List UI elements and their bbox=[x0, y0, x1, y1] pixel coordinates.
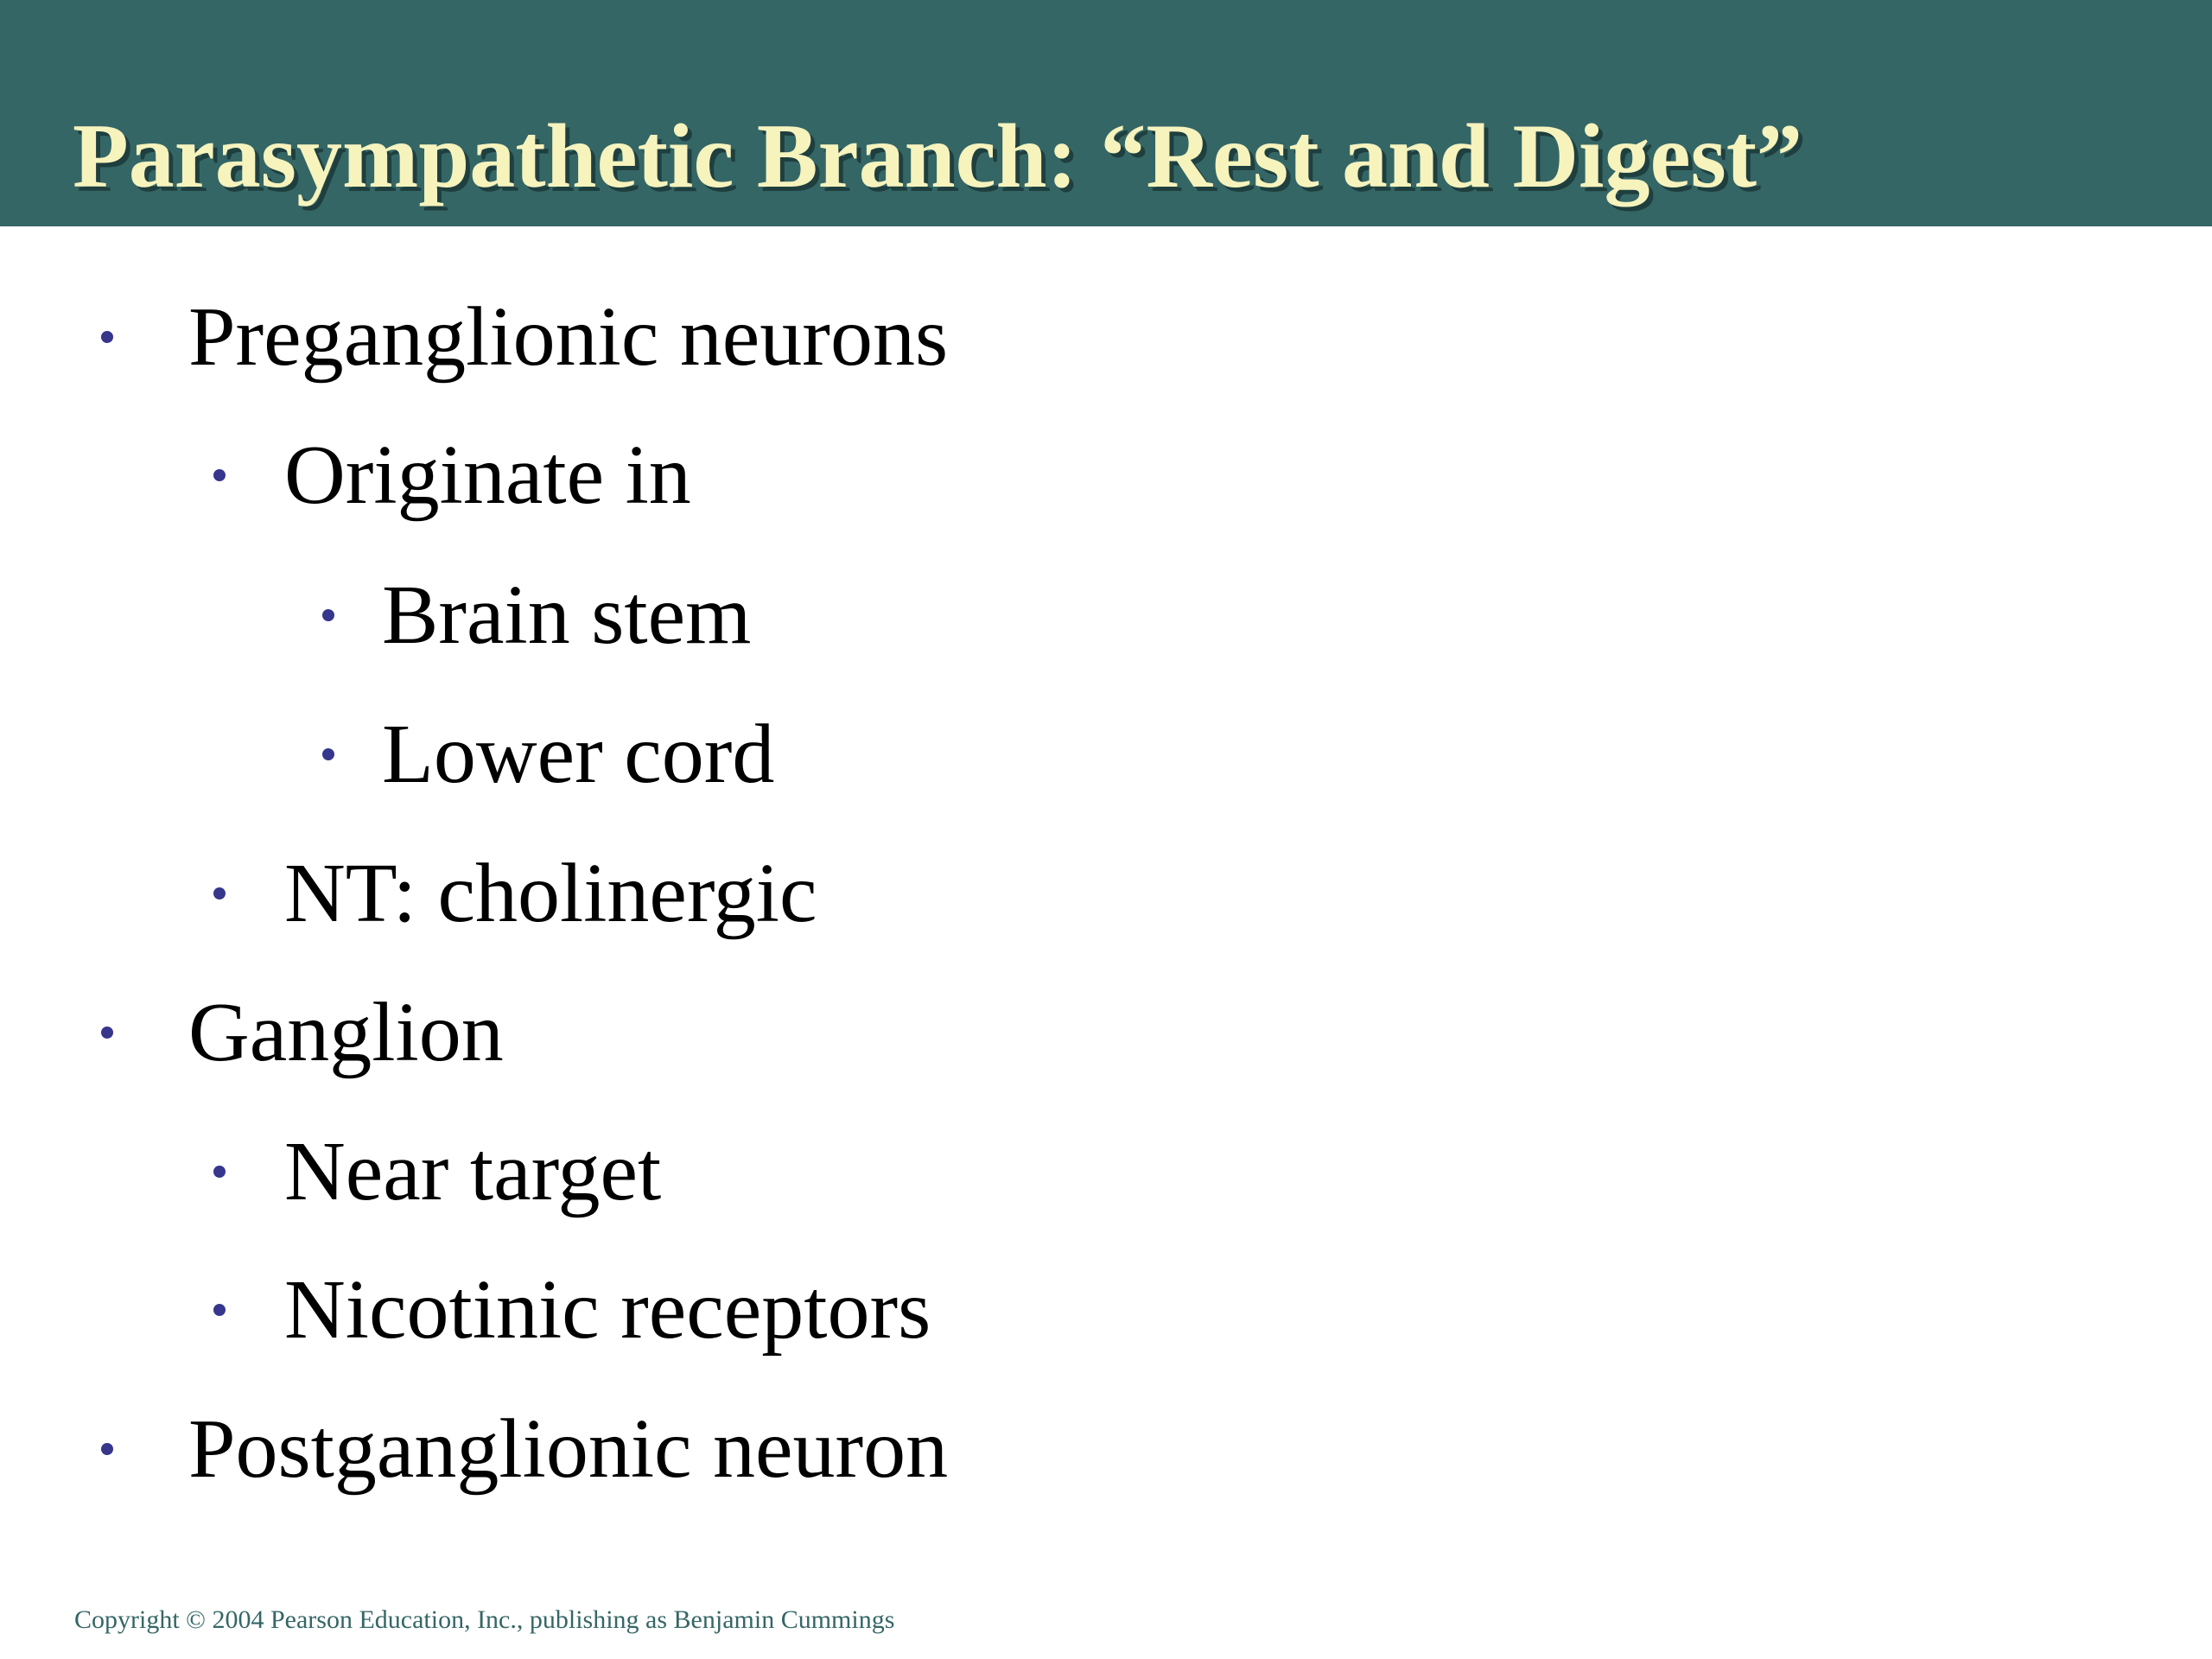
title-bar: Parasympathetic Branch: “Rest and Digest… bbox=[0, 0, 2212, 226]
bullet-text: Near target bbox=[284, 1125, 662, 1218]
bullet-item-ganglion: Ganglion bbox=[101, 989, 504, 1076]
bullet-dot-icon bbox=[213, 887, 226, 899]
bullet-text: Lower cord bbox=[382, 708, 775, 801]
bullet-text: Brain stem bbox=[382, 569, 752, 662]
bullet-text: Preganglionic neurons bbox=[188, 290, 949, 384]
bullet-dot-icon bbox=[101, 1443, 113, 1455]
bullet-item-nicotinic-receptors: Nicotinic receptors bbox=[213, 1267, 931, 1353]
bullet-dot-icon bbox=[322, 609, 334, 621]
bullet-text: Originate in bbox=[284, 429, 691, 522]
bullet-dot-icon bbox=[101, 1027, 113, 1039]
bullet-text: Ganglion bbox=[188, 986, 504, 1079]
bullet-item-originate-in: Originate in bbox=[213, 432, 691, 518]
bullet-item-preganglionic-neurons: Preganglionic neurons bbox=[101, 294, 948, 380]
bullet-item-near-target: Near target bbox=[213, 1128, 661, 1215]
bullet-text: NT: cholinergic bbox=[284, 847, 817, 940]
bullet-dot-icon bbox=[213, 469, 226, 481]
bullet-text: Postganglionic neuron bbox=[188, 1402, 949, 1496]
bullet-dot-icon bbox=[213, 1166, 226, 1178]
bullet-dot-icon bbox=[322, 748, 334, 760]
bullet-item-brain-stem: Brain stem bbox=[322, 572, 751, 658]
bullet-item-nt-cholinergic: NT: cholinergic bbox=[213, 850, 817, 937]
bullet-item-postganglionic-neuron: Postganglionic neuron bbox=[101, 1406, 948, 1492]
slide-title: Parasympathetic Branch: “Rest and Digest… bbox=[73, 105, 1803, 207]
bullet-text: Nicotinic receptors bbox=[284, 1263, 931, 1357]
bullet-item-lower-cord: Lower cord bbox=[322, 711, 774, 798]
bullet-dot-icon bbox=[213, 1304, 226, 1316]
bullet-dot-icon bbox=[101, 331, 113, 343]
copyright-footer: Copyright © 2004 Pearson Education, Inc.… bbox=[74, 1605, 895, 1634]
